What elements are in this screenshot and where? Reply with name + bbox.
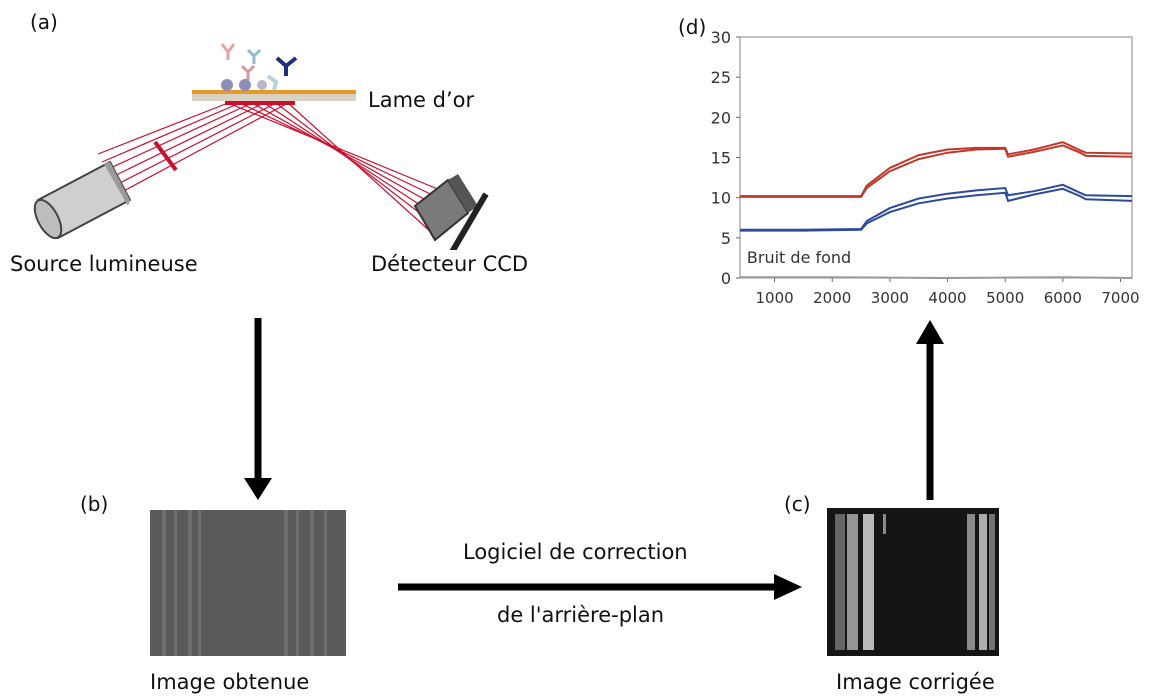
- correction-label-line2: de l'arrière-plan: [497, 603, 665, 627]
- sensorgram-chart: 0 5 10 15 20 25 30 1000 2000 3000 4000 5000 6000 7000…: [711, 28, 1140, 307]
- gold-slide-label: Lame d’or: [368, 88, 475, 112]
- x-tick-label: 2000: [813, 289, 851, 307]
- x-tick-label: 5000: [986, 289, 1024, 307]
- x-tick-label: 1000: [755, 289, 793, 307]
- arrow-down: [244, 318, 272, 500]
- y-tick-label: 30: [711, 28, 731, 47]
- x-tick-label: 6000: [1044, 289, 1082, 307]
- corrected-image-caption: Image corrigée: [836, 670, 995, 694]
- correction-label-line1: Logiciel de correction: [463, 540, 688, 564]
- arrow-right: [398, 574, 802, 600]
- incident-light-beam: [97, 102, 289, 195]
- series-line-2: [740, 141, 1133, 198]
- y-tick-label: 20: [711, 108, 731, 127]
- raw-image: [150, 510, 346, 656]
- gold-film: [192, 90, 356, 94]
- y-tick-label: 5: [721, 229, 731, 248]
- raw-image-caption: Image obtenue: [150, 670, 310, 694]
- plot-frame: [739, 36, 1133, 279]
- y-tick-label: 10: [711, 189, 731, 208]
- y-tick-label: 15: [711, 149, 731, 168]
- reflected-light-beam: [227, 102, 446, 233]
- panel-label-d: (d): [678, 15, 707, 39]
- panel-label-b: (b): [80, 492, 109, 516]
- ccd-detector-label: Détecteur CCD: [371, 252, 529, 276]
- illuminated-spot: [225, 101, 295, 105]
- chart-annotation: Bruit de fond: [747, 248, 851, 267]
- ccd-detector-icon: [413, 174, 489, 250]
- light-source-icon: [33, 160, 132, 240]
- panel-label-c: (c): [784, 492, 811, 516]
- y-tick-label: 0: [721, 269, 731, 288]
- glass-slide: [192, 94, 356, 101]
- spr-setup-illustration: [33, 43, 489, 250]
- x-tick-label: 7000: [1101, 289, 1139, 307]
- corrected-image: [827, 508, 999, 656]
- x-tick-label: 4000: [928, 289, 966, 307]
- arrow-up: [916, 320, 944, 500]
- series-line-5: [740, 276, 1133, 280]
- biomolecules-icon: [220, 43, 298, 91]
- x-tick-label: 3000: [871, 289, 909, 307]
- y-tick-label: 25: [711, 68, 731, 87]
- light-source-label: Source lumineuse: [10, 252, 198, 276]
- panel-label-a: (a): [30, 10, 58, 34]
- series-line-4: [740, 183, 1133, 231]
